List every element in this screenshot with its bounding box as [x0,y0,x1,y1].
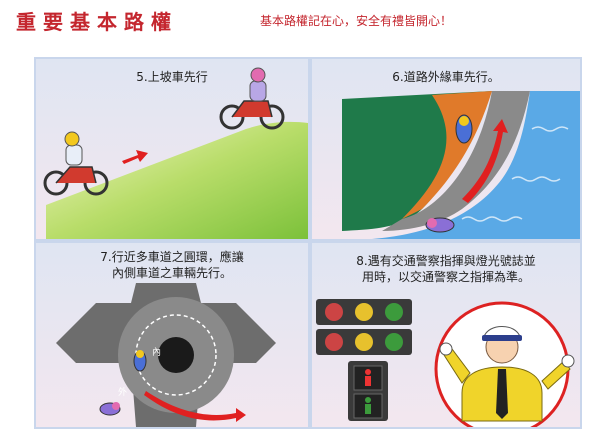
motorcycle-inner-icon [133,350,147,372]
outer-edge-illustration [342,91,580,239]
uphill-illustration [43,67,308,239]
roundabout-illustration: 內 外 [56,283,276,427]
page-title: 重要基本路權 [16,10,178,34]
roundabout-arrow-icon [144,391,246,422]
panel-police-rule: 8.遇有交通警察指揮與燈光號誌並 用時，以交通警察之指揮為準。 [312,243,580,427]
hill-slope [46,121,308,239]
page-subtitle: 基本路權記在心，安全有禮皆開心！ [260,14,453,28]
pedestrian-signal-icon [348,361,388,421]
police-officer-icon [439,326,575,422]
police-illustration [316,299,575,427]
panel-uphill-caption: 5.上坡車先行 [136,70,208,84]
motorcycle-lower-icon [425,217,455,233]
sea [372,91,580,239]
motorcycle-upper-icon [455,114,473,144]
panel-police-caption-line1: 8.遇有交通警察指揮與燈光號誌並 [356,254,536,268]
inner-lane-label: 內 [152,347,161,358]
motorcycle-outer-icon [99,402,121,416]
panel-outer-edge-rule: 6.道路外緣車先行。 [312,59,580,239]
uphill-arrow-icon [122,150,148,164]
panel-roundabout-caption-line1: 7.行近多車道之圓環，應讓 [100,250,244,264]
traffic-light-icon [316,299,412,355]
panel-police-caption-line2: 用時，以交通警察之指揮為準。 [361,270,530,284]
road [382,91,530,231]
outer-edge-arrow-icon [462,119,508,203]
rules-grid: 5.上坡車先行 [34,57,582,429]
motorcycle-lower-icon [43,131,109,196]
panel-roundabout-rule: 7.行近多車道之圓環，應讓 內側車道之車輛先行。 內 外 [36,243,308,427]
panel-uphill-rule: 5.上坡車先行 [36,59,308,239]
motorcycle-upper-icon [219,67,285,130]
panel-outer-edge-caption: 6.道路外緣車先行。 [392,70,500,84]
outer-lane-label: 外 [118,386,127,398]
panel-roundabout-caption-line2: 內側車道之車輛先行。 [111,266,232,280]
